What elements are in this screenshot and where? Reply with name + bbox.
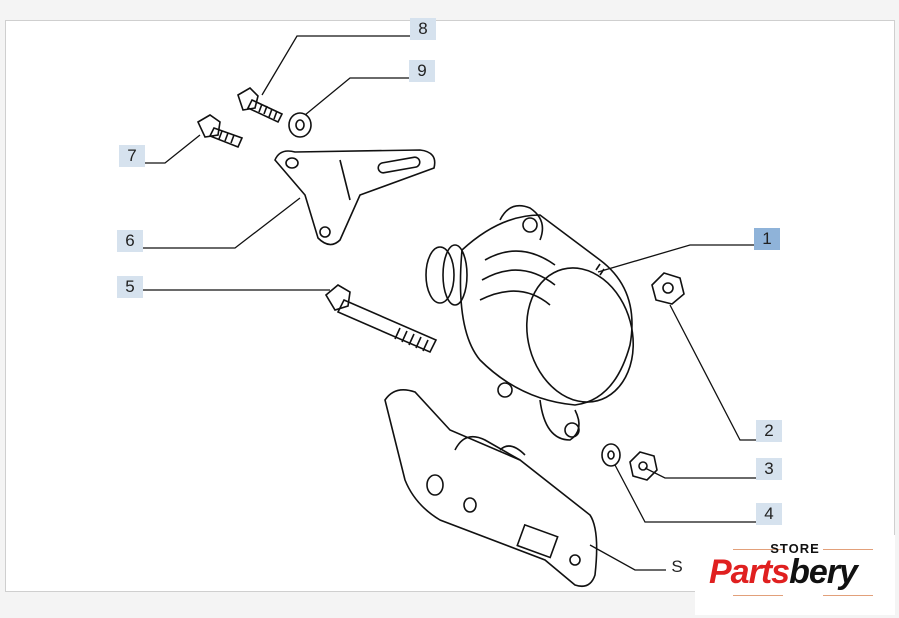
bolt-7 bbox=[196, 114, 244, 149]
callout-6[interactable]: 6 bbox=[117, 230, 143, 252]
logo-rule bbox=[823, 549, 873, 550]
partsbery-store-logo: STORE Partsbery bbox=[695, 535, 895, 615]
callout-2[interactable]: 2 bbox=[756, 420, 782, 442]
nut-3 bbox=[629, 451, 658, 481]
bracket-6 bbox=[274, 149, 436, 246]
callout-s[interactable]: S bbox=[671, 557, 683, 576]
callout-9[interactable]: 9 bbox=[409, 60, 435, 82]
parts-diagram-frame bbox=[5, 20, 895, 592]
bolt-8 bbox=[237, 86, 284, 124]
logo-brand-black: bery bbox=[789, 553, 858, 591]
washer-9 bbox=[288, 112, 312, 138]
callout-8[interactable]: 8 bbox=[410, 18, 436, 40]
callout-4[interactable]: 4 bbox=[756, 503, 782, 525]
callout-7[interactable]: 7 bbox=[119, 145, 145, 167]
callout-5[interactable]: 5 bbox=[117, 276, 143, 298]
callout-3[interactable]: 3 bbox=[756, 458, 782, 480]
logo-rule bbox=[733, 549, 783, 550]
logo-brand: Partsbery bbox=[709, 553, 858, 592]
logo-brand-red: Parts bbox=[709, 553, 790, 591]
leader-lines bbox=[140, 35, 757, 571]
logo-store-text: STORE bbox=[770, 541, 820, 556]
logo-rule bbox=[733, 595, 783, 596]
nut-2 bbox=[651, 272, 685, 305]
logo-rule bbox=[823, 595, 873, 596]
bolt-5 bbox=[324, 284, 438, 354]
washer-4 bbox=[601, 443, 621, 467]
support-bracket bbox=[384, 389, 598, 588]
callout-1-selected[interactable]: 1 bbox=[754, 228, 780, 250]
alternator-1 bbox=[425, 204, 635, 441]
